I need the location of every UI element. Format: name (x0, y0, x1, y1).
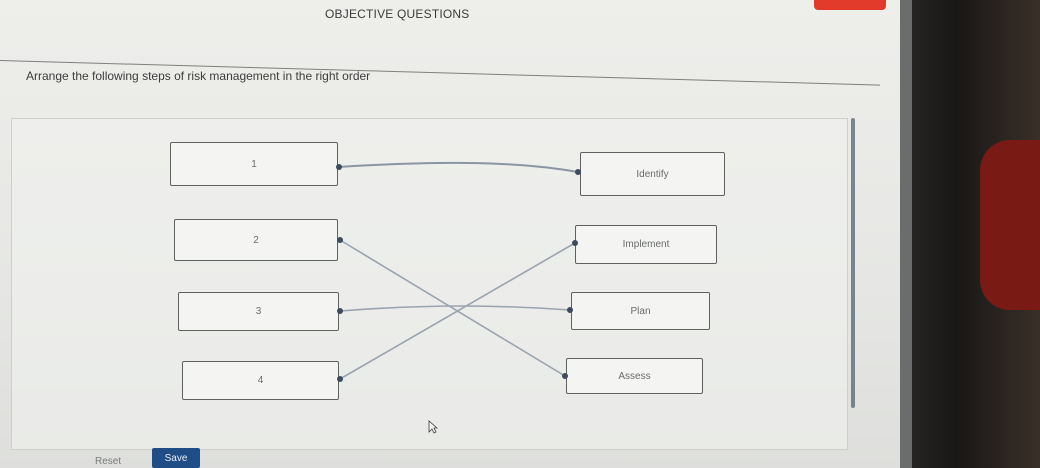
right-item-implement[interactable]: Implement (575, 225, 717, 264)
left-slot-2[interactable]: 2 (174, 219, 338, 261)
left-slot-1[interactable]: 1 (170, 142, 338, 186)
bezel-edge (900, 0, 912, 468)
right-item-label: Assess (618, 370, 651, 382)
right-item-label: Identify (636, 168, 669, 180)
mouse-cursor-icon (428, 420, 438, 434)
left-slot-label: 1 (251, 158, 257, 170)
screen: OBJECTIVE QUESTIONS Arrange the followin… (0, 0, 900, 468)
left-slot-4[interactable]: 4 (182, 361, 339, 400)
question-text: Arrange the following steps of risk mana… (26, 69, 371, 83)
reset-button[interactable]: Reset (95, 456, 122, 467)
save-button[interactable]: Save (152, 448, 200, 468)
left-slot-label: 2 (253, 234, 259, 246)
right-item-plan[interactable]: Plan (571, 292, 710, 330)
background-object (980, 140, 1040, 310)
page-title: OBJECTIVE QUESTIONS (325, 7, 470, 21)
right-item-label: Plan (630, 305, 651, 317)
left-slot-3[interactable]: 3 (178, 292, 339, 331)
monitor-bezel (900, 0, 1040, 468)
scrollbar[interactable] (851, 118, 855, 408)
right-item-label: Implement (622, 239, 670, 250)
left-slot-label: 3 (255, 306, 262, 317)
alert-tab[interactable] (814, 0, 886, 10)
left-slot-label: 4 (257, 375, 264, 386)
right-item-assess[interactable]: Assess (566, 358, 703, 394)
right-item-identify[interactable]: Identify (580, 152, 725, 196)
